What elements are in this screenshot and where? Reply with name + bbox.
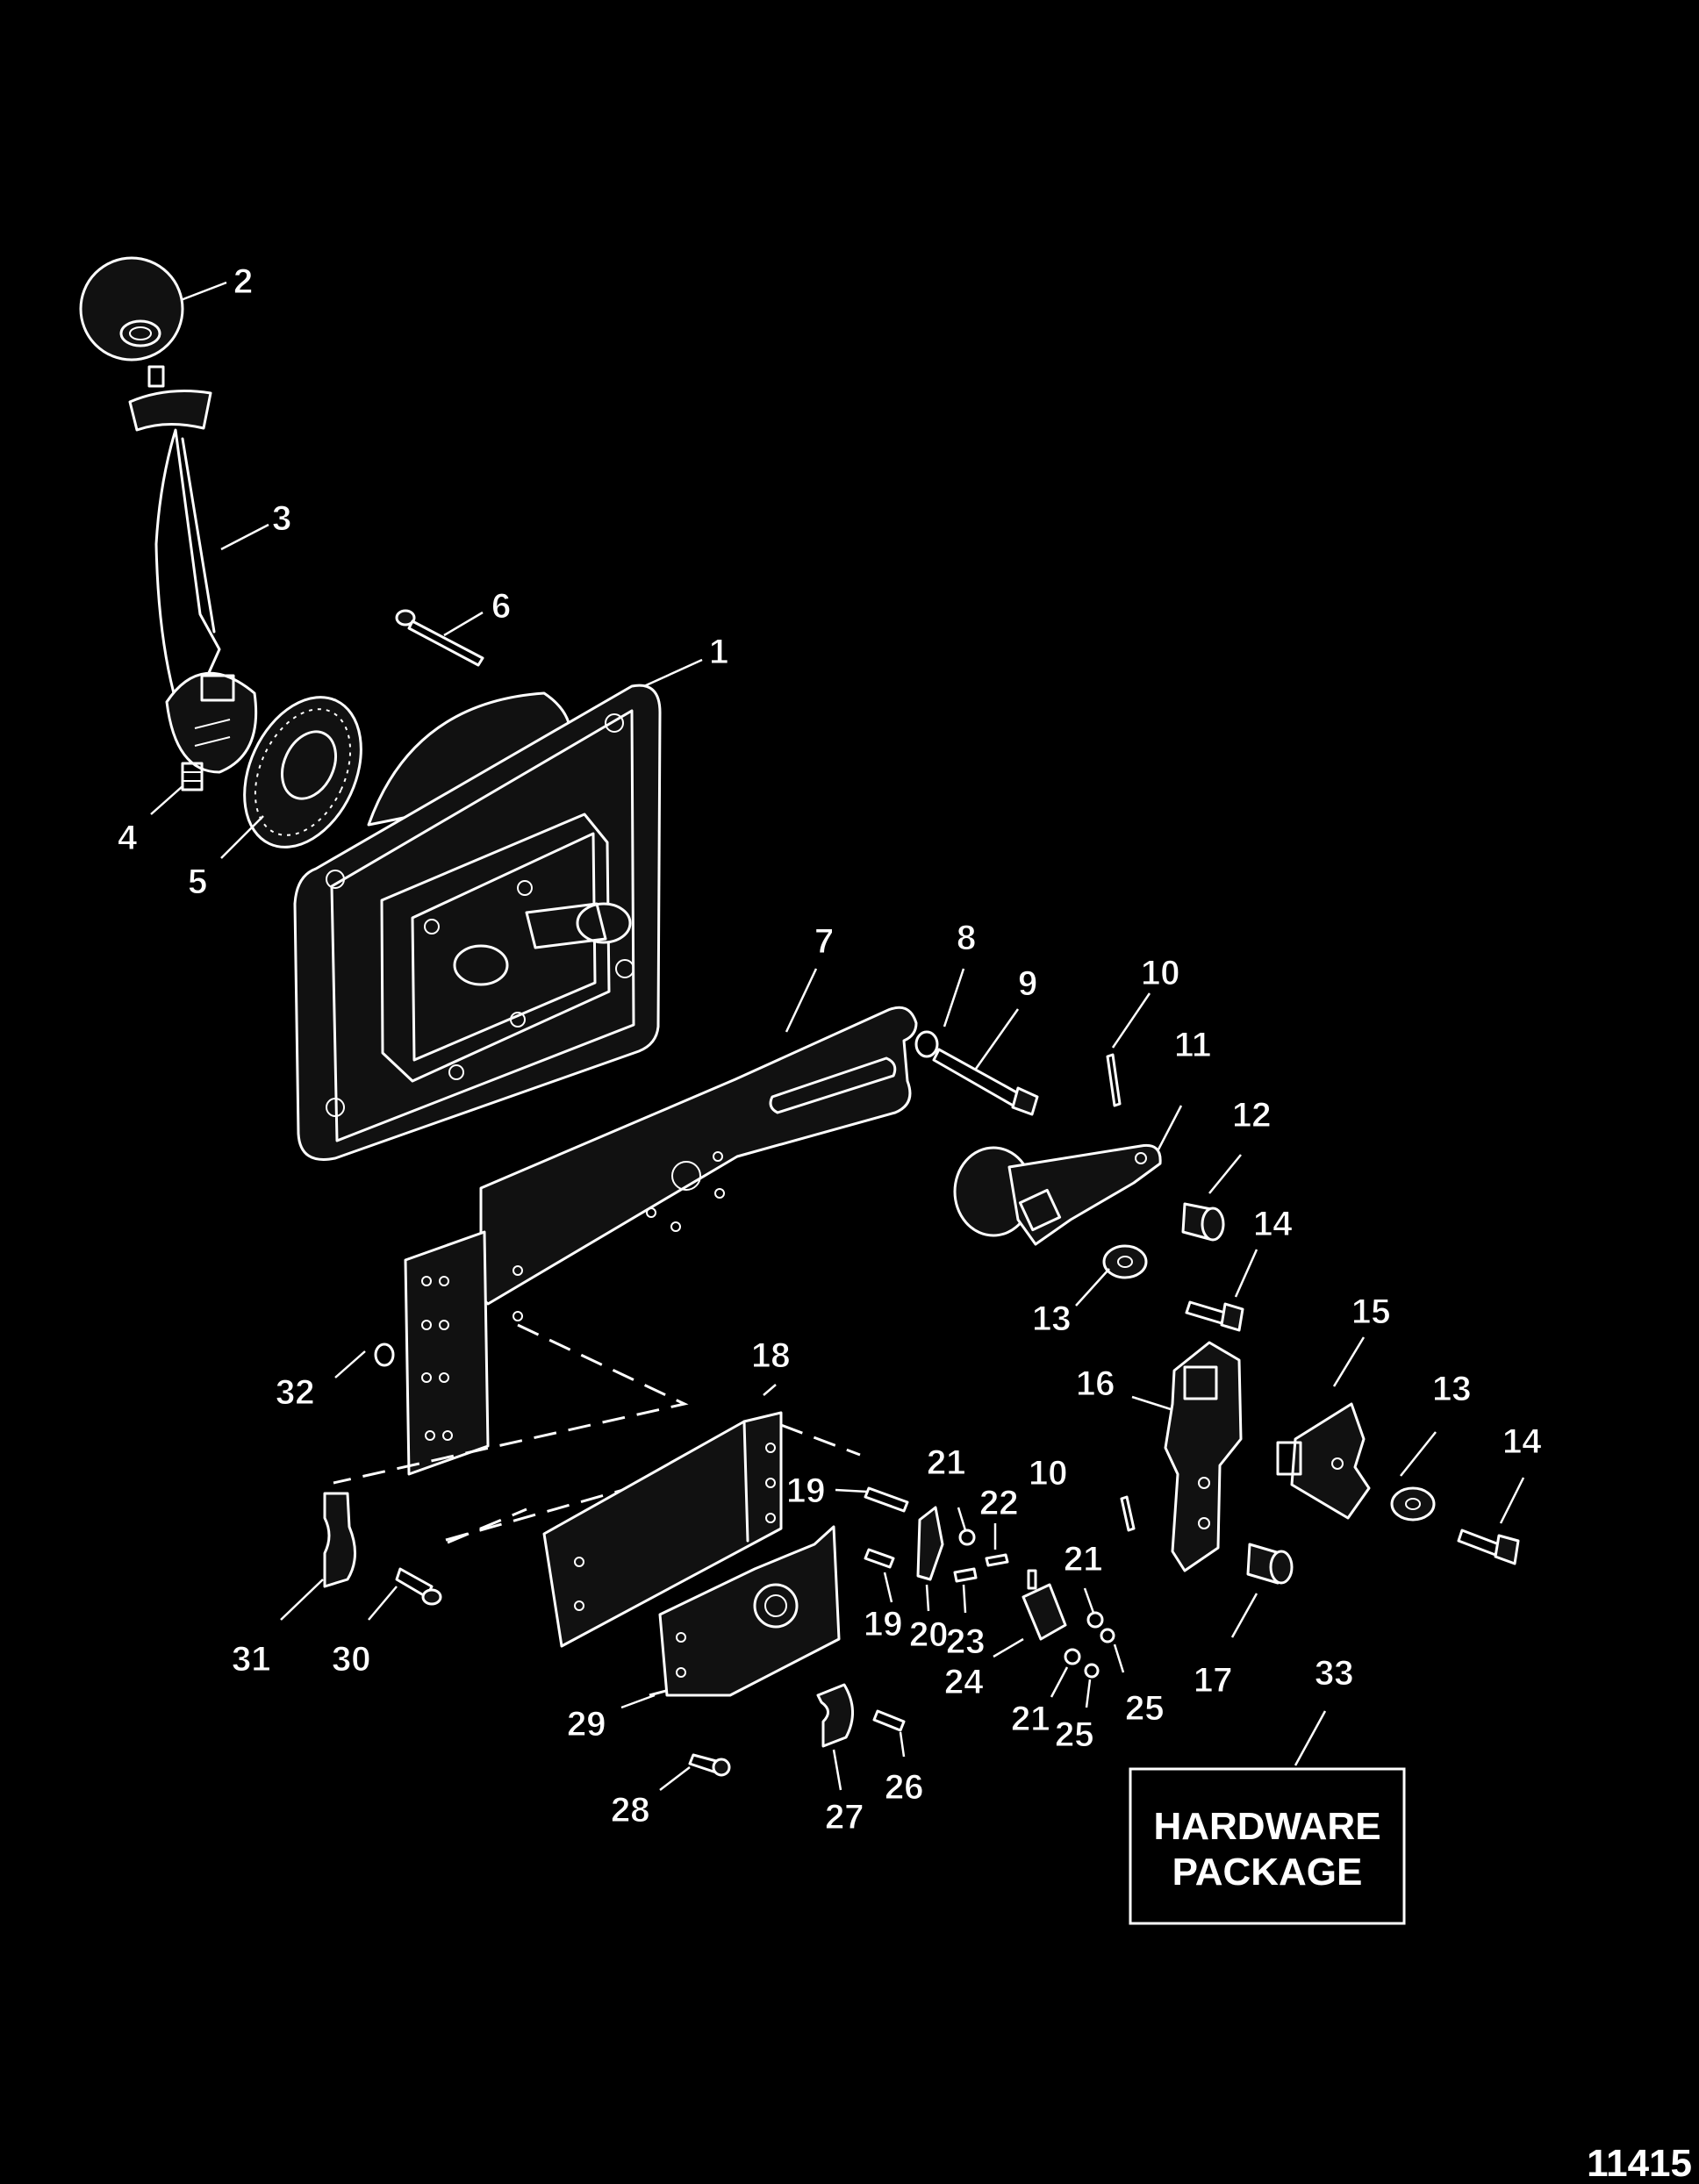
part-22-screw xyxy=(985,1553,1009,1567)
callout-3: 3 xyxy=(272,499,291,538)
part-25-washer xyxy=(1084,1628,1115,1679)
callout-13b: 13 xyxy=(1432,1370,1472,1408)
callout-29: 29 xyxy=(567,1705,606,1744)
callout-18: 18 xyxy=(751,1336,791,1375)
part-6-screw xyxy=(395,609,484,667)
callout-14: 14 xyxy=(1253,1205,1293,1243)
callout-10: 10 xyxy=(1141,954,1180,992)
callout-31: 31 xyxy=(232,1640,271,1679)
part-16-plate xyxy=(1164,1341,1243,1572)
callout-8: 8 xyxy=(957,919,976,957)
callout-17: 17 xyxy=(1194,1661,1233,1700)
callout-9: 9 xyxy=(1018,964,1037,1003)
part-30-screw xyxy=(395,1567,442,1606)
part-2-knob xyxy=(79,256,184,362)
part-18-bracket xyxy=(542,1411,783,1648)
part-28-screw xyxy=(688,1753,731,1777)
part-8-washer xyxy=(914,1030,939,1058)
callout-26: 26 xyxy=(885,1768,924,1807)
part-24-microswitch xyxy=(1022,1569,1067,1641)
callout-21b: 21 xyxy=(1064,1540,1103,1579)
callout-19b: 19 xyxy=(864,1605,903,1643)
part-21-nut xyxy=(958,1529,1104,1665)
callout-19a: 19 xyxy=(786,1472,826,1510)
part-4-set-screw xyxy=(181,762,204,791)
part-11-lever xyxy=(953,1143,1162,1246)
callout-28: 28 xyxy=(611,1791,650,1830)
callout-7: 7 xyxy=(814,922,834,961)
figure-number: 11415 xyxy=(1587,2142,1692,2184)
callout-1: 1 xyxy=(709,633,728,671)
part-13b-washer xyxy=(1390,1486,1436,1522)
part-10-pin xyxy=(1106,1053,1122,1107)
callout-33: 33 xyxy=(1315,1654,1354,1693)
part-13-washer xyxy=(1102,1244,1148,1279)
callout-21c: 21 xyxy=(1011,1700,1050,1738)
hardware-label-line1: HARDWARE xyxy=(1153,1805,1380,1848)
callout-10b: 10 xyxy=(1029,1454,1068,1493)
part-19b-screw xyxy=(864,1548,895,1569)
callout-labels: 2 3 6 1 4 5 7 8 9 10 11 12 14 13 15 16 1… xyxy=(118,262,1543,1837)
callout-32: 32 xyxy=(276,1373,315,1412)
callout-27: 27 xyxy=(825,1798,864,1837)
part-14b-screw xyxy=(1457,1529,1520,1565)
callout-25a: 25 xyxy=(1125,1689,1165,1728)
callout-4: 4 xyxy=(118,819,138,857)
part-14-screw xyxy=(1185,1300,1244,1332)
part-9-bolt xyxy=(932,1048,1039,1116)
part-7-arm-bracket xyxy=(479,1006,918,1306)
callout-23: 23 xyxy=(946,1622,986,1661)
hardware-label-line2: PACKAGE xyxy=(1172,1851,1363,1894)
part-5-detent-plate xyxy=(243,696,362,849)
part-15-cam xyxy=(1276,1402,1371,1520)
part-10b-pin xyxy=(1120,1495,1136,1532)
part-23-screw xyxy=(953,1567,978,1583)
callout-20: 20 xyxy=(909,1615,949,1654)
part-31-clip xyxy=(323,1492,357,1588)
hardware-package-box: HARDWARE PACKAGE xyxy=(1129,1767,1406,1925)
callout-5: 5 xyxy=(188,863,207,901)
callout-2: 2 xyxy=(233,262,253,301)
callout-15: 15 xyxy=(1351,1292,1391,1331)
part-17-bushing xyxy=(1246,1543,1294,1585)
callout-21a: 21 xyxy=(927,1443,966,1482)
part-27-clip xyxy=(816,1683,855,1748)
callout-25b: 25 xyxy=(1055,1715,1094,1754)
part-29-bracket xyxy=(658,1525,841,1697)
callout-30: 30 xyxy=(332,1640,371,1679)
callout-16: 16 xyxy=(1076,1364,1115,1403)
callout-22: 22 xyxy=(979,1484,1019,1522)
callout-24: 24 xyxy=(944,1663,984,1701)
callout-11: 11 xyxy=(1174,1026,1211,1064)
part-3-handle xyxy=(128,365,258,774)
part-19-screw xyxy=(864,1486,909,1513)
callout-12: 12 xyxy=(1232,1096,1272,1135)
leader-lines xyxy=(150,281,1525,1791)
part-26-screw xyxy=(872,1709,906,1732)
callout-6: 6 xyxy=(491,587,511,626)
part-1-control-housing xyxy=(293,684,662,1161)
part-32-side-plate xyxy=(374,1230,523,1476)
callout-13: 13 xyxy=(1032,1300,1072,1338)
part-20-switch-plate xyxy=(916,1506,944,1581)
part-12-bushing xyxy=(1181,1202,1225,1242)
callout-14b: 14 xyxy=(1502,1422,1542,1461)
